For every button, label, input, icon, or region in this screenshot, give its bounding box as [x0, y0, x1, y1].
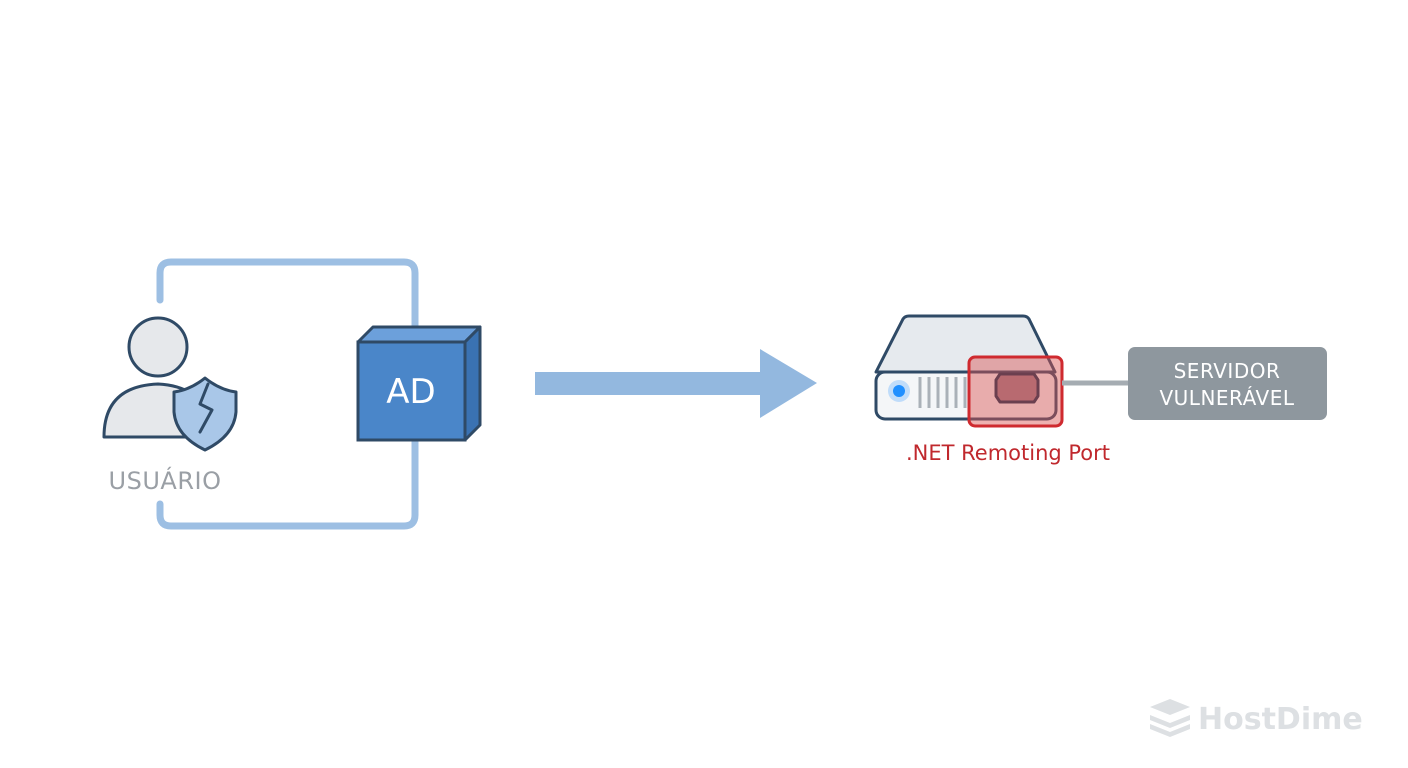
port-label: .NET Remoting Port — [906, 441, 1110, 465]
connection-frame — [156, 258, 419, 530]
hostdime-logo-text: HostDime — [1198, 702, 1363, 737]
flow-arrow — [535, 349, 817, 418]
user-label: USUÁRIO — [109, 466, 222, 495]
port-connector-icon — [994, 372, 1040, 404]
server-vent — [918, 377, 967, 408]
ad-cube — [356, 325, 482, 442]
ad-label: AD — [386, 372, 435, 412]
remoting-port-highlight — [967, 355, 1064, 428]
hostdime-logo-icon — [1150, 699, 1190, 737]
status-led-icon — [888, 380, 910, 402]
vulnerable-server-line2: VULNERÁVEL — [1159, 386, 1294, 410]
vulnerable-server-line1: SERVIDOR — [1174, 359, 1281, 383]
broken-shield-icon — [172, 376, 238, 452]
vulnerable-server-box — [1128, 347, 1327, 420]
